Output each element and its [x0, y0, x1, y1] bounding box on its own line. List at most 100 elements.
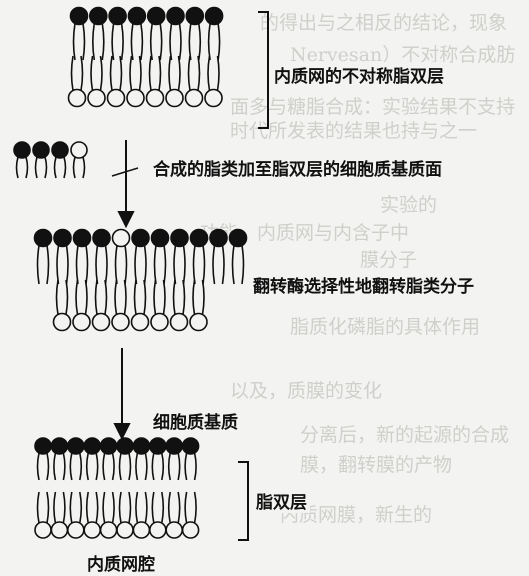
lipid-head-filled	[33, 228, 53, 248]
lipid-head-filled	[32, 141, 50, 159]
lipid-head-filled	[132, 437, 151, 455]
lipid-tail	[25, 156, 29, 179]
lipid-tail	[124, 245, 128, 285]
lipid-head-filled	[34, 437, 52, 455]
lipid-molecule	[165, 491, 183, 539]
label-asymmetric-bilayer: 内质网的不对称脂双层	[271, 62, 447, 87]
lipid-molecule	[70, 141, 88, 179]
lipid-tail	[69, 452, 73, 481]
lipid-head-open	[111, 228, 131, 248]
lipid-molecule	[184, 55, 204, 108]
lipid-tail	[82, 156, 86, 179]
lipid-molecule	[204, 6, 224, 61]
lipid-molecule	[99, 491, 118, 539]
lipid-tail	[187, 55, 191, 91]
lipid-molecule	[189, 228, 209, 285]
lipid-tail	[36, 245, 40, 285]
lipid-head-filled	[67, 437, 85, 455]
lipid-tail	[207, 23, 211, 61]
lipid-tail	[95, 245, 99, 285]
lipid-tail	[114, 245, 118, 285]
lipid-head-filled	[116, 437, 134, 455]
lipid-tail	[111, 23, 115, 61]
lipid-head-open	[34, 521, 52, 539]
lipid-molecule	[67, 491, 85, 539]
label-synthesis-step: 合成的脂类加至脂双层的细胞质基质面	[150, 155, 445, 180]
lipid-tail	[80, 55, 84, 91]
lipid-head-filled	[50, 437, 69, 455]
lipid-tail	[158, 55, 162, 91]
lipid-head-filled	[185, 6, 205, 26]
lipid-tail	[184, 452, 188, 481]
lipid-molecule	[132, 491, 151, 539]
lipid-molecule	[181, 491, 200, 539]
lipid-tail	[177, 491, 181, 524]
lipid-head-open	[204, 88, 223, 108]
lipid-tail	[92, 23, 96, 61]
lipid-tail	[95, 452, 99, 481]
lipid-tail	[82, 23, 86, 61]
lipid-tail	[128, 452, 132, 481]
lipid-tail	[130, 23, 134, 61]
lipid-head-open	[126, 88, 145, 108]
lipid-tail	[167, 491, 171, 524]
lipid-molecule	[116, 491, 134, 539]
lipid-molecule	[111, 228, 131, 285]
lipid-tail	[56, 245, 60, 285]
lipid-tail	[149, 23, 153, 61]
lipid-molecule	[72, 228, 92, 285]
lipid-molecule	[146, 6, 166, 61]
lipid-tail	[182, 279, 186, 315]
lipid-tail	[46, 452, 50, 481]
lipid-tail	[104, 279, 108, 315]
bracket-top	[258, 11, 269, 129]
lipid-tail	[36, 491, 40, 524]
lipid-tail	[143, 245, 147, 285]
lipid-tail	[118, 452, 122, 481]
lipid-molecule	[145, 55, 165, 108]
lipid-head-filled	[228, 228, 248, 248]
lipid-tail	[79, 452, 83, 481]
lipid-head-filled	[53, 228, 72, 248]
lipid-head-open	[184, 88, 204, 108]
lipid-tail	[192, 245, 196, 285]
lipid-head-open	[67, 521, 85, 539]
lipid-molecule	[106, 55, 126, 108]
lipid-molecule	[52, 279, 72, 332]
lipid-tail	[241, 245, 245, 285]
lipid-head-open	[130, 312, 150, 332]
lipid-tail	[72, 23, 76, 61]
lipid-molecule	[169, 279, 189, 332]
lipid-tail	[90, 55, 94, 91]
lipid-head-filled	[83, 437, 101, 455]
lipid-tail	[46, 491, 50, 524]
lipid-molecule	[72, 279, 91, 332]
lipid-molecule	[67, 55, 87, 108]
lipid-tail	[221, 245, 225, 285]
lipid-tail	[62, 452, 66, 481]
lipid-tail	[36, 452, 40, 481]
label-cytosol: 细胞质基质	[150, 408, 241, 433]
lipid-molecule	[111, 279, 130, 332]
lipid-tail	[69, 491, 73, 524]
lipid-tail	[192, 279, 196, 315]
lipid-tail	[109, 55, 113, 91]
lipid-head-open	[116, 521, 134, 539]
lipid-molecule	[228, 228, 248, 285]
lipid-tail	[135, 452, 139, 481]
lipid-molecule	[150, 279, 169, 332]
lipid-head-open	[50, 521, 69, 539]
lipid-tail	[148, 55, 152, 91]
lipid-tail	[99, 55, 103, 91]
lipid-molecule	[83, 437, 101, 481]
lipid-tail	[182, 245, 186, 285]
lipid-molecule	[149, 491, 167, 539]
lipid-head-filled	[146, 6, 166, 26]
lipid-molecule	[185, 6, 205, 61]
lipid-head-open	[165, 88, 184, 108]
lipid-molecule	[34, 437, 52, 481]
lipid-tail	[84, 279, 88, 315]
lipid-tail	[193, 491, 197, 524]
lipid-molecule	[50, 437, 69, 481]
